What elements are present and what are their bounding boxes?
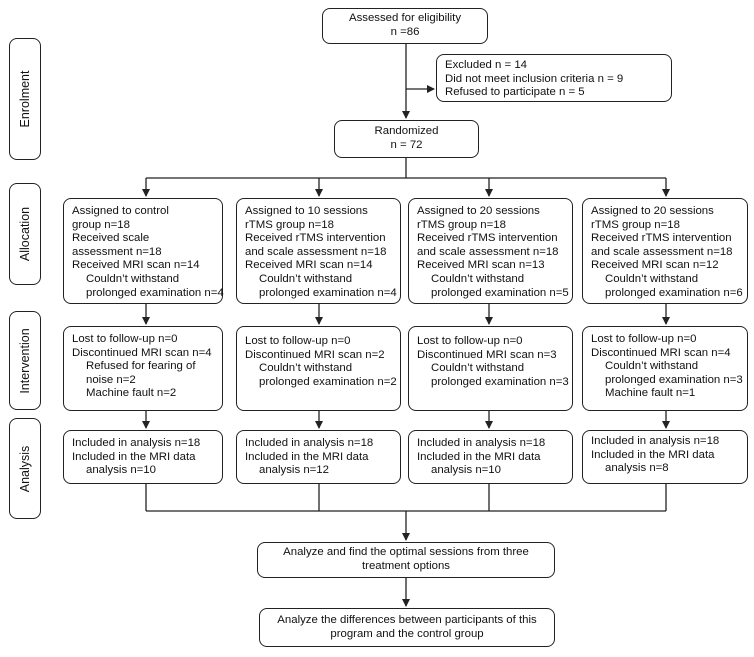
box-line: Lost to follow-up n=0 [417, 335, 523, 347]
excluded-box: Excluded n = 14 Did not meet inclusion c… [436, 54, 672, 102]
box-line: and scale assessment n=18 [245, 245, 387, 258]
differences-line-2: program and the control group [330, 627, 484, 640]
stage-allocation-label: Allocation [18, 206, 32, 262]
box-line: noise n=2 [86, 373, 136, 386]
box-line: prolonged examination n=2 [259, 375, 397, 388]
box-line: prolonged examination n=5 [431, 286, 569, 299]
box-line: Included in the MRI data [417, 450, 541, 463]
stage-allocation: Allocation [9, 183, 41, 285]
box-line: Discontinued MRI scan n=2 [245, 348, 385, 361]
box-line: Machine fault n=2 [86, 387, 177, 400]
excluded-criteria: Did not meet inclusion criteria n = 9 [445, 72, 624, 85]
box-line: Lost to follow-up n=0 [72, 333, 178, 345]
box-line: Discontinued MRI scan n=3 [417, 348, 557, 361]
box-line: Received MRI scan n=14 [72, 259, 200, 272]
box-line: Assigned to 10 sessions [245, 205, 368, 217]
box-line: Assigned to control [72, 205, 169, 217]
box-line: Couldn’t withstand [605, 360, 699, 373]
box-line: Included in the MRI data [245, 450, 369, 463]
box-line: Included in analysis n=18 [72, 437, 201, 449]
box-line: Couldn’t withstand [431, 362, 525, 375]
stage-intervention-label: Intervention [18, 327, 32, 394]
box-line: prolonged examination n=3 [431, 375, 569, 388]
box-line: Assigned to 20 sessions [591, 205, 714, 217]
box-line: Included in analysis n=18 [417, 437, 546, 449]
box-line: Lost to follow-up n=0 [245, 335, 351, 347]
box-line: Couldn’t withstand [86, 272, 180, 285]
box-line: rTMS group n=18 [417, 218, 506, 231]
box-line: Received rTMS intervention [591, 232, 732, 245]
randomized-count: n = 72 [390, 139, 423, 151]
excluded-refused: Refused to participate n = 5 [445, 86, 585, 99]
assessed-box: Assessed for eligibility n =86 [322, 8, 488, 44]
box-line: analysis n=10 [86, 464, 156, 477]
box-line: Refused for fearing of [86, 360, 196, 373]
optimal-line-1: Analyze and find the optimal sessions fr… [283, 546, 529, 559]
box-line: rTMS group n=18 [591, 218, 680, 231]
box-line: group n=18 [72, 218, 130, 231]
box-line: prolonged examination n=3 [605, 373, 743, 386]
box-line: Assigned to 20 sessions [417, 205, 540, 217]
box-line: rTMS group n=18 [245, 218, 334, 231]
box-line: analysis n=12 [259, 464, 329, 477]
box-line: Received rTMS intervention [245, 232, 386, 245]
box-line: analysis n=8 [605, 462, 669, 475]
box-line: Received MRI scan n=14 [245, 259, 373, 272]
box-line: Included in analysis n=18 [245, 437, 374, 449]
assessed-title: Assessed for eligibility [348, 12, 462, 25]
box-line: Couldn’t withstand [431, 272, 525, 285]
box-line: Received MRI scan n=13 [417, 259, 545, 272]
box-line: Discontinued MRI scan n=4 [591, 346, 731, 359]
box-line: assessment n=18 [72, 245, 162, 258]
box-line: analysis n=10 [431, 464, 501, 477]
optimal-line-2: treatment options [361, 560, 450, 572]
box-line: Received scale [72, 232, 150, 245]
stage-enrolment: Enrolment [9, 38, 41, 160]
box-line: Included in analysis n=18 [591, 435, 720, 447]
box-line: Discontinued MRI scan n=4 [72, 346, 212, 359]
box-line: Couldn’t withstand [259, 272, 353, 285]
box-line: Included in the MRI data [72, 450, 196, 463]
box-line: Received rTMS intervention [417, 232, 558, 245]
box-line: Machine fault n=1 [605, 387, 696, 400]
stage-analysis: Analysis [9, 418, 41, 519]
box-line: and scale assessment n=18 [591, 245, 733, 258]
stage-analysis-label: Analysis [18, 445, 32, 492]
randomized-box: Randomized n = 72 [334, 120, 479, 158]
excluded-total: Excluded n = 14 [445, 59, 528, 71]
box-line: Included in the MRI data [591, 448, 715, 461]
assessed-count: n =86 [390, 26, 420, 38]
box-line: prolonged examination n=4 [259, 286, 397, 299]
differences-line-1: Analyze the differences between particip… [277, 613, 537, 626]
box-line: Couldn’t withstand [605, 272, 699, 285]
box-line: Lost to follow-up n=0 [591, 333, 697, 345]
stage-intervention: Intervention [9, 311, 41, 410]
box-line: Couldn’t withstand [259, 362, 353, 375]
box-line: and scale assessment n=18 [417, 245, 559, 258]
box-line: prolonged examination n=6 [605, 286, 743, 299]
stage-enrolment-label: Enrolment [18, 70, 32, 128]
differences-box: Analyze the differences between particip… [259, 608, 555, 647]
box-line: prolonged examination n=4 [86, 286, 224, 299]
optimal-sessions-box: Analyze and find the optimal sessions fr… [257, 542, 555, 578]
box-line: Received MRI scan n=12 [591, 259, 719, 272]
randomized-title: Randomized [374, 125, 439, 138]
